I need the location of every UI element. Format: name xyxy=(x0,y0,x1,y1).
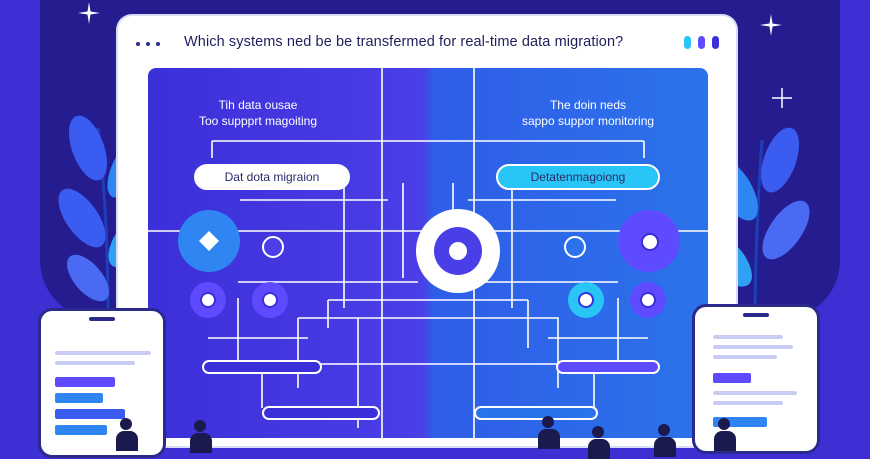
hub-core xyxy=(449,242,467,260)
right-bottom-bar xyxy=(474,406,598,420)
phone-notch xyxy=(743,313,769,317)
title-bar: Which systems ned be be transfermed for … xyxy=(118,16,736,68)
phone-bar xyxy=(55,393,103,403)
sparkle-icon xyxy=(760,14,782,36)
left-progress-bar xyxy=(202,360,322,374)
left-heading-line2: Too suppprt magoiting xyxy=(198,114,318,128)
sparkle-icon xyxy=(78,2,100,24)
person-silhouette xyxy=(190,420,212,453)
sparkle-icon xyxy=(772,88,792,108)
phone-text-line xyxy=(713,391,797,395)
window-control-indigo[interactable] xyxy=(712,36,719,49)
browser-window: Which systems ned be be transfermed for … xyxy=(118,16,736,446)
phone-text-line xyxy=(55,361,135,365)
phone-text-line xyxy=(713,355,777,359)
window-control-cyan[interactable] xyxy=(684,36,691,49)
phone-notch xyxy=(89,317,115,321)
right-progress-bar xyxy=(556,360,660,374)
migration-diagram-panel: Tih data ousae Too suppprt magoiting The… xyxy=(148,68,708,438)
right-pill-button[interactable]: Detatenmagoiong xyxy=(496,164,660,190)
right-primary-dot xyxy=(641,233,659,251)
menu-dot[interactable] xyxy=(146,42,150,46)
menu-dot[interactable] xyxy=(136,42,140,46)
right-heading-line2: sappo suppor monitoring xyxy=(521,114,655,128)
phone-text-line xyxy=(713,401,783,405)
phone-text-line xyxy=(55,351,151,355)
diamond-icon xyxy=(199,231,219,251)
phone-text-line xyxy=(713,335,783,339)
window-title: Which systems ned be be transfermed for … xyxy=(184,34,624,50)
person-silhouette xyxy=(538,416,560,449)
right-node-a-dot xyxy=(578,292,594,308)
menu-dot[interactable] xyxy=(156,42,160,46)
left-node-a-dot xyxy=(200,292,216,308)
right-node-b-dot xyxy=(640,292,656,308)
left-small-node[interactable] xyxy=(262,236,284,258)
left-pill-button[interactable]: Dat dota migraion xyxy=(194,164,350,190)
person-silhouette xyxy=(714,418,736,451)
person-silhouette xyxy=(116,418,138,451)
person-silhouette xyxy=(654,424,676,457)
left-bottom-bar xyxy=(262,406,380,420)
person-silhouette xyxy=(588,426,610,459)
right-small-node[interactable] xyxy=(564,236,586,258)
left-heading-line1: Tih data ousae xyxy=(218,98,298,112)
phone-left xyxy=(38,308,166,458)
right-heading-line1: The doin neds xyxy=(549,98,627,112)
phone-bar xyxy=(55,425,107,435)
phone-bar xyxy=(713,373,751,383)
phone-right xyxy=(692,304,820,454)
window-control-violet[interactable] xyxy=(698,36,705,49)
phone-text-line xyxy=(713,345,793,349)
phone-bar xyxy=(55,377,115,387)
phone-bar xyxy=(713,417,767,427)
left-node-b-dot xyxy=(262,292,278,308)
phone-bar xyxy=(55,409,125,419)
